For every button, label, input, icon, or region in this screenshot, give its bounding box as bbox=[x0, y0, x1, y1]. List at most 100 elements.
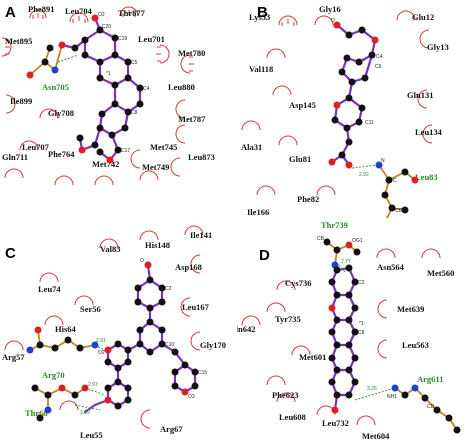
residue-label: Leu167 bbox=[182, 302, 210, 312]
atom-label: CB bbox=[317, 236, 325, 242]
hydrophobic-contacts-c bbox=[4, 225, 204, 429]
atom-label: C4 bbox=[143, 86, 150, 92]
residue-label: Val83 bbox=[100, 244, 120, 254]
marker-label: *1 bbox=[359, 321, 364, 327]
residue-label: Asp168 bbox=[175, 262, 202, 272]
atom-label: O2 bbox=[98, 12, 105, 18]
residue-label: Arg67 bbox=[160, 424, 183, 434]
residue-label: Glu81 bbox=[289, 154, 311, 164]
atoms-d bbox=[323, 238, 461, 434]
residue-label: Asp145 bbox=[289, 100, 316, 110]
residue-label: Arg611 bbox=[417, 374, 443, 384]
residue-label: Ser56 bbox=[80, 304, 101, 314]
atom-label: O bbox=[140, 258, 144, 264]
atom-label: C11 bbox=[365, 120, 374, 126]
panel-c-diagram: C Val83 His148 Ile141 Asp168 Leu74 Leu16… bbox=[2, 225, 226, 440]
hydrophobic-contacts-a bbox=[1, 6, 194, 186]
panel-b-label: B bbox=[257, 4, 268, 21]
distance-label: 3.09 bbox=[80, 410, 90, 416]
panel-d: D Ile166 Thr739 Asn564 Met560 Cys736 Tyr… bbox=[237, 220, 474, 441]
residue-label: Arg70 bbox=[42, 370, 65, 380]
residue-label: Leu608 bbox=[279, 412, 306, 422]
residue-label: His148 bbox=[145, 240, 170, 250]
panel-c: C Val83 His148 Ile141 Asp168 Leu74 Leu16… bbox=[0, 220, 237, 441]
atom-label: C2 bbox=[165, 286, 172, 292]
hbond-line bbox=[338, 264, 346, 273]
atom-label: O3 bbox=[188, 394, 195, 400]
hbond-line bbox=[57, 54, 79, 63]
distance-label: 2.97 bbox=[88, 382, 98, 388]
residue-label: Met895 bbox=[5, 36, 32, 46]
panel-a-label: A bbox=[5, 4, 16, 21]
residue-label: Leu55 bbox=[80, 430, 103, 440]
panel-a: A Phe891 Leu704 Thr877 Met895 Leu701 Met… bbox=[0, 0, 237, 220]
hbond-line bbox=[351, 164, 380, 169]
panel-a-diagram: A Phe891 Leu704 Thr877 Met895 Leu701 Met… bbox=[1, 4, 215, 186]
atom-label: C bbox=[393, 178, 397, 184]
residue-label: Thr739 bbox=[321, 220, 348, 230]
atom-label: C20 bbox=[102, 24, 111, 30]
distance-label: 2.92 bbox=[359, 172, 369, 178]
residue-label: Leu563 bbox=[402, 340, 429, 350]
residue-label: Met749 bbox=[142, 162, 169, 172]
atom-label: CG bbox=[395, 208, 403, 214]
residue-label: Leu707 bbox=[22, 142, 50, 152]
residue-label: Gly170 bbox=[200, 340, 226, 350]
residue-label: Gln642 bbox=[237, 324, 255, 334]
atom-label: C19 bbox=[118, 36, 127, 42]
residue-label: Thr877 bbox=[118, 8, 146, 18]
atom-label: O2 bbox=[98, 350, 105, 356]
ligand-b bbox=[330, 23, 377, 167]
residue-label: Met601 bbox=[299, 352, 326, 362]
panel-b: B Lys33 Gly16 Glu12 Gly13 Val118 Gln131 … bbox=[237, 0, 474, 220]
ligand-a bbox=[60, 16, 142, 162]
residue-label: Met742 bbox=[92, 159, 119, 169]
residue-label: Leu83 bbox=[415, 172, 438, 182]
residue-label: Leu732 bbox=[322, 418, 349, 428]
atom-label: C8 bbox=[358, 330, 365, 336]
atom-label: C6 bbox=[375, 64, 382, 70]
atom-label: NH1 bbox=[387, 394, 397, 400]
residue-label: Glu12 bbox=[412, 12, 434, 22]
atom-label: C4 bbox=[376, 54, 383, 60]
atom-label: C15 bbox=[198, 370, 207, 376]
panel-d-diagram: D Ile166 Thr739 Asn564 Met560 Cys736 Tyr… bbox=[237, 220, 461, 441]
residue-label: Thr68 bbox=[25, 408, 48, 418]
residue-label: Gly16 bbox=[319, 4, 341, 14]
panel-d-label: D bbox=[259, 247, 270, 264]
atom-label: C5 bbox=[131, 60, 138, 66]
residue-label: Phe764 bbox=[48, 149, 75, 159]
residue-label: Ile899 bbox=[10, 96, 32, 106]
residue-label: Leu701 bbox=[138, 34, 165, 44]
hbond-line bbox=[74, 404, 101, 411]
residue-label: Leu74 bbox=[38, 284, 61, 294]
ligand-d bbox=[330, 266, 357, 412]
residue-label: Ala31 bbox=[241, 142, 262, 152]
panel-b-diagram: B Lys33 Gly16 Glu12 Gly13 Val118 Gln131 … bbox=[241, 4, 449, 219]
atom-label: N bbox=[381, 158, 385, 164]
residue-label: Met780 bbox=[178, 48, 205, 58]
residue-label: Tyr735 bbox=[275, 314, 301, 324]
residue-label: Ile166 bbox=[247, 207, 269, 217]
residue-label: Val118 bbox=[249, 64, 273, 74]
hydrophobic-contacts-d bbox=[241, 248, 441, 426]
hydrophobic-contacts-b bbox=[241, 10, 433, 196]
residue-label: Leu134 bbox=[415, 127, 443, 137]
residue-label: Arg57 bbox=[2, 352, 25, 362]
residue-label: His64 bbox=[55, 324, 77, 334]
hbond-line bbox=[84, 387, 106, 396]
residue-label: Leu880 bbox=[168, 82, 195, 92]
marker-label: *1 bbox=[106, 71, 111, 77]
atoms-a bbox=[26, 14, 144, 164]
residue-label: Phe891 bbox=[28, 4, 54, 14]
residue-label: Met745 bbox=[150, 142, 177, 152]
residue-label: Lys33 bbox=[249, 12, 270, 22]
residue-label: Asn564 bbox=[377, 262, 405, 272]
ile166-wrapper: Ile166 bbox=[247, 207, 269, 217]
residue-label: Phe623 bbox=[272, 390, 298, 400]
distance-label: 2.77 bbox=[341, 259, 351, 265]
residue-label: Gly708 bbox=[48, 108, 74, 118]
residue-label: Cys736 bbox=[285, 278, 311, 288]
residue-label: Met560 bbox=[427, 268, 454, 278]
residue-label: Leu873 bbox=[188, 152, 215, 162]
